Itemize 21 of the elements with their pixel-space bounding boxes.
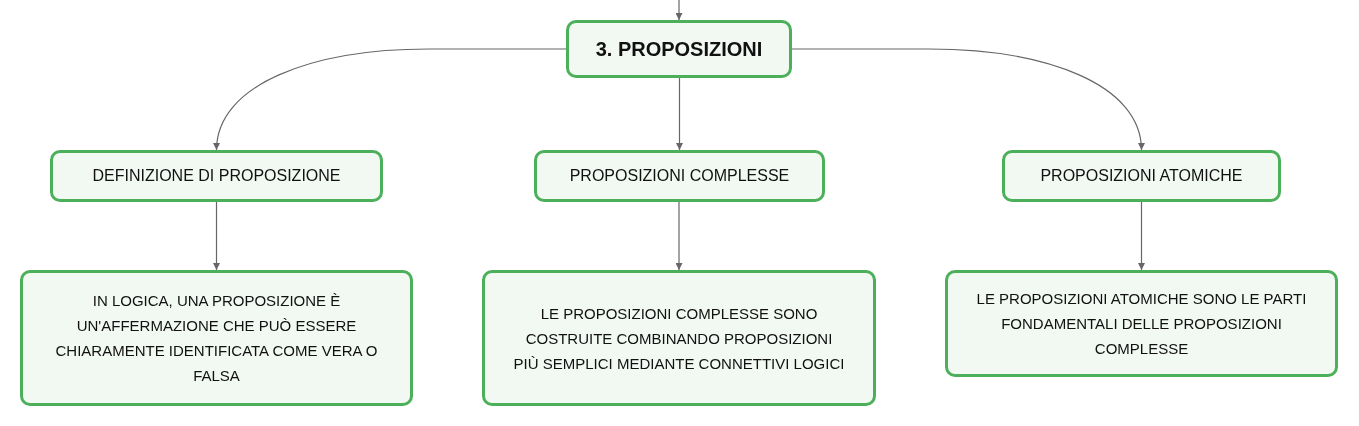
subtopic-label: PROPOSIZIONI ATOMICHE	[1040, 167, 1243, 185]
description-box	[482, 270, 876, 406]
connector-arrow	[675, 0, 683, 21]
connector-arrow	[791, 48, 1145, 151]
description-text: LE PROPOSIZIONI COMPLESSE SONO COSTRUITE COMBINANDO PROPOSIZIONI PIÙ SEMPLICI MEDIANTE CONNETTIVI LOGICI	[512, 303, 846, 374]
subtopic-box	[50, 150, 383, 202]
subtopic-box	[534, 150, 825, 202]
subtopic-label: PROPOSIZIONI COMPLESSE	[569, 167, 790, 185]
topic-box	[566, 20, 792, 78]
connector-arrow	[213, 48, 567, 151]
subtopic-label: DEFINIZIONE DI PROPOSIZIONE	[92, 167, 341, 185]
subtopic-box	[1002, 150, 1281, 202]
connector-arrow	[676, 77, 683, 151]
description-text: IN LOGICA, UNA PROPOSIZIONE È UN'AFFERMAZIONE CHE PUÒ ESSERE CHIARAMENTE IDENTIFICATA COME VERA O FALSA	[54, 291, 379, 386]
topic-title: 3. PROPOSIZIONI	[595, 37, 763, 61]
description-box	[945, 270, 1338, 377]
connector-arrow	[213, 201, 220, 271]
connector-arrow	[675, 201, 683, 271]
description-box	[20, 270, 413, 406]
connector-arrow	[1138, 201, 1145, 271]
description-text: LE PROPOSIZIONI ATOMICHE SONO LE PARTI FONDAMENTALI DELLE PROPOSIZIONI COMPLESSE	[975, 289, 1308, 359]
